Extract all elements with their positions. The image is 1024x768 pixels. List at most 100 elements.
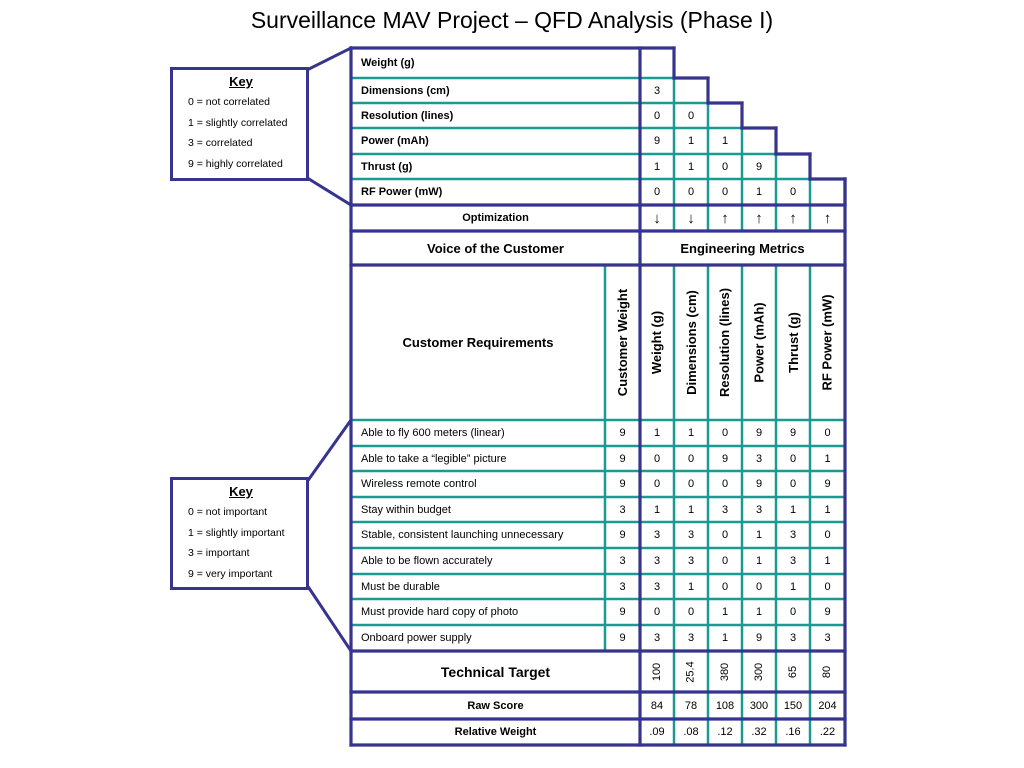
relationship-value: 0 [687,452,695,465]
correlation-value: 0 [789,186,797,198]
voice-of-customer-header: Voice of the Customer [426,240,564,256]
importance-key-connector [306,417,354,482]
relationship-value: 3 [721,503,729,516]
customer-weight-header-cell: Customer Weight [605,265,640,420]
relative-weight-value: .22 [819,726,836,738]
customer-weight-header: Customer Weight [615,288,631,397]
correlation-key-title: Key [229,74,253,89]
requirement-label: Able to fly 600 meters (linear) [361,427,505,439]
relationship-value: 3 [755,452,763,465]
importance-key-item: 3 = important [188,547,250,559]
relationship-value: 1 [755,529,763,541]
relationship-value: 0 [721,529,729,541]
roof-metric-label: Dimensions (cm) [361,84,450,97]
correlation-value: 0 [687,109,695,122]
roof-metric-label: Power (mAh) [361,135,429,147]
requirement-label: Stable, consistent launching unnecessary [361,529,564,541]
relationship-value: 9 [755,478,763,490]
relationship-value: 3 [653,555,661,567]
correlation-key-item: 0 = not correlated [188,96,271,108]
importance-key-connector [306,585,354,654]
relationship-value: 0 [721,555,729,567]
relationship-value: 9 [789,427,797,439]
relationship-value: 0 [824,427,831,439]
relationship-value: 0 [653,606,661,618]
correlation-value: 0 [721,160,729,173]
metric-header-cell: RF Power (mW) [810,265,845,420]
technical-target-value: 300 [752,662,765,681]
technical-target-value-cell: 300 [742,651,776,692]
relative-weight-value: .08 [683,726,699,738]
relationship-value: 1 [687,580,695,593]
relationship-value: 3 [653,529,661,541]
relative-weight-label: Relative Weight [454,726,537,738]
relative-weight-value: .16 [785,726,801,738]
relationship-value: 1 [687,427,695,439]
correlation-key-item: 3 = correlated [188,137,253,149]
optimization-up-arrow-icon: ↑ [823,209,832,227]
relationship-value: 3 [824,632,831,644]
customer-weight-value: 9 [619,606,626,618]
correlation-value: 9 [653,135,661,147]
roof-metric-label: Weight (g) [361,57,415,69]
requirement-label: Stay within budget [361,503,451,516]
importance-key-item: 9 = very important [188,567,273,580]
metric-header: RF Power (mW) [820,294,835,391]
metric-header-cell: Weight (g) [640,265,674,420]
relationship-value: 3 [789,632,797,644]
technical-target-value-cell: 25.4 [674,651,708,692]
relationship-value: 3 [789,529,797,541]
requirement-label: Able to be flown accurately [361,555,493,567]
customer-weight-value: 9 [619,427,626,439]
relationship-value: 0 [824,580,831,593]
raw-score-value: 150 [783,699,803,712]
metric-header-cell: Dimensions (cm) [674,265,708,420]
technical-target-value-cell: 80 [810,651,845,692]
relationship-value: 3 [653,632,661,644]
relationship-value: 1 [789,503,797,516]
correlation-key-connector [306,176,354,208]
customer-weight-value: 9 [619,452,626,465]
correlation-value: 0 [653,186,661,198]
requirement-label: Onboard power supply [361,632,472,644]
raw-score-value: 300 [749,699,769,712]
metric-header-cell: Resolution (lines) [708,265,742,420]
requirement-label: Must be durable [361,580,440,593]
relationship-value: 1 [789,580,797,593]
optimization-label: Optimization [462,212,529,224]
metric-header: Power (mAh) [751,302,767,383]
correlation-value: 1 [755,186,763,198]
correlation-key: Key 0 = not correlated 1 = slightly corr… [170,67,309,181]
relationship-value: 0 [721,580,729,593]
importance-key: Key 0 = not important 1 = slightly impor… [170,477,309,590]
relationship-value: 9 [824,606,831,618]
optimization-up-arrow-icon: ↑ [721,209,729,227]
correlation-value: 1 [721,135,729,147]
raw-score-label: Raw Score [467,699,524,712]
metric-header: Resolution (lines) [717,287,733,398]
relationship-value: 0 [721,478,729,490]
raw-score-value: 204 [818,699,837,712]
relationship-value: 1 [824,452,831,465]
page-title: Surveillance MAV Project – QFD Analysis … [250,7,774,33]
correlation-value: 0 [687,186,695,198]
correlation-value: 1 [687,160,695,173]
technical-target-value: 65 [787,665,799,678]
correlation-value: 1 [687,135,695,147]
relative-weight-value: .32 [751,726,767,738]
metric-header-cell: Thrust (g) [776,265,810,420]
raw-score-value: 108 [715,699,735,712]
relationship-value: 0 [653,478,661,490]
technical-target-value: 100 [650,662,663,681]
technical-target-value: 80 [821,665,834,678]
relationship-value: 0 [789,606,797,618]
raw-score-value: 78 [684,699,698,712]
relationship-value: 0 [653,452,661,465]
relationship-value: 1 [824,555,831,567]
correlation-value: 9 [755,160,763,173]
customer-weight-value: 3 [619,555,626,567]
relationship-value: 0 [687,606,695,618]
relationship-value: 9 [755,632,763,644]
correlation-key-item: 9 = highly correlated [188,157,283,170]
